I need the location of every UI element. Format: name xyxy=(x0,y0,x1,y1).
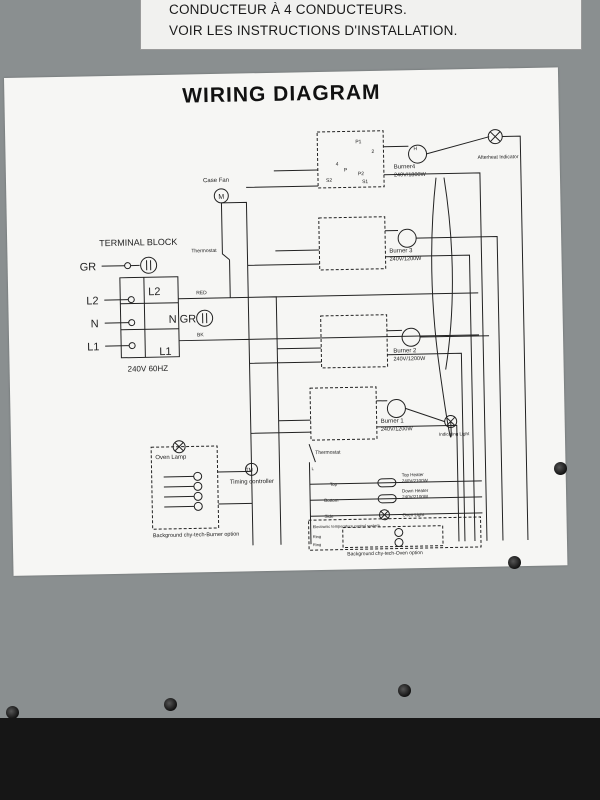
burner1-name: Burner 1 xyxy=(381,418,405,424)
down-heater-rating: 240V/2100W xyxy=(402,494,429,500)
burner3-element xyxy=(397,228,417,248)
electronic-control-box xyxy=(308,516,482,551)
burner3-switch xyxy=(318,216,387,271)
appliance-base xyxy=(0,718,600,800)
wiring-diagram: TERMINAL BLOCK GR L2 N L1 L2 N GR L1 240… xyxy=(80,129,529,557)
red-wire-label: RED xyxy=(196,290,207,296)
burner2-switch xyxy=(320,314,389,369)
thermostat-label: Thermostat xyxy=(191,248,217,254)
timing-controller xyxy=(245,462,259,476)
inner-l1-label: L1 xyxy=(159,346,171,358)
timing-symbol: TM xyxy=(246,467,253,473)
case-fan-label: Case Fan xyxy=(203,178,229,184)
background-oven-option-box xyxy=(342,525,444,549)
black-wire xyxy=(179,338,254,546)
burner4-rating: 240V/1800W xyxy=(394,172,427,179)
gr-label: GR xyxy=(80,261,97,273)
inner-l2-label: L2 xyxy=(148,286,160,298)
wiring-diagram-sticker: WIRING DIAGRAM xyxy=(4,67,568,576)
burner2-name: Burner 2 xyxy=(393,348,417,354)
ect-l-label: L xyxy=(312,466,315,471)
installation-label: CONDUCTEUR À 4 CONDUCTEURS. VOIR LES INS… xyxy=(140,0,582,50)
l2-label: L2 xyxy=(86,295,98,307)
fan-symbol: M xyxy=(218,194,224,201)
oven-light-lamp xyxy=(378,509,390,521)
oven-light-label: Oven Light xyxy=(402,512,425,517)
top-heater-rating: 240V/2100W xyxy=(402,478,429,484)
ring2-label: Ring xyxy=(313,542,321,547)
background-burner-option-label: Background chy-tech-Burner option xyxy=(153,532,240,540)
ground-icon xyxy=(140,256,158,274)
ground-icon xyxy=(196,309,214,327)
top-heater-label: Top Heater xyxy=(402,472,425,477)
switch-p-label: P xyxy=(344,167,348,173)
background-oven-option-label: Background chy-tech-Oven option xyxy=(347,550,423,557)
switch-s2-label: S2 xyxy=(326,178,332,184)
burner2-rating: 240V/1200W xyxy=(393,356,426,363)
oven-lamp xyxy=(172,440,186,454)
afterheat-label: Afterheat Indicator xyxy=(478,154,519,161)
oven-lamp-label: Oven Lamp xyxy=(155,455,187,462)
l1-label: L1 xyxy=(87,341,99,353)
switch-terminal-2-label: 2 xyxy=(371,149,374,155)
screw xyxy=(164,698,177,711)
n-label: N xyxy=(91,318,99,330)
switch-p1-label: P1 xyxy=(355,139,361,145)
screw xyxy=(398,684,411,697)
indicating-light-label: Indicating Light xyxy=(439,431,470,437)
label-line-2: VOIR LES INSTRUCTIONS D'INSTALLATION. xyxy=(169,23,458,38)
label-line-1: CONDUCTEUR À 4 CONDUCTEURS. xyxy=(169,2,407,17)
gr-terminal xyxy=(124,262,132,270)
terminal-block-box xyxy=(119,276,180,359)
burner3-name: Burner 3 xyxy=(389,248,413,254)
background-burner-option-box xyxy=(150,445,220,530)
burner1-switch xyxy=(309,386,378,441)
bk-wire-label: BK xyxy=(197,332,204,338)
burner1-element xyxy=(386,399,406,419)
ring1-label: Ring xyxy=(313,534,321,539)
inner-n-gr-label: N GR xyxy=(169,313,197,326)
bottom-pin-label: Bottom xyxy=(324,498,339,503)
down-heater-label: Down Heater xyxy=(402,488,429,494)
burner4-switch xyxy=(316,130,385,189)
burner3-rating: 240V/1200W xyxy=(390,256,423,263)
terminal-block-title: TERMINAL BLOCK xyxy=(99,237,177,248)
burner1-rating: 240V/1200W xyxy=(381,426,414,433)
switch-p2-label: P2 xyxy=(358,171,364,177)
top-pin-label: Top xyxy=(330,482,338,487)
screw xyxy=(508,556,521,569)
rating-label: 240V 60HZ xyxy=(128,364,169,374)
burner4-element xyxy=(408,144,428,164)
burner4-name: Burner4 xyxy=(394,164,416,170)
element-h-label: H xyxy=(413,146,417,152)
switch-terminal-4-label: 4 xyxy=(336,162,339,168)
side-pin-label: Side xyxy=(324,514,334,519)
ect-label: Electronic temperature control system xyxy=(313,523,381,529)
thermostat2-label: Thermostat xyxy=(315,450,341,456)
burner2-element xyxy=(401,327,421,347)
top-heater-element xyxy=(377,478,397,488)
down-heater-element xyxy=(377,494,397,504)
screw xyxy=(6,706,19,719)
red-wire xyxy=(178,296,282,545)
switch-s1-label: S1 xyxy=(362,179,368,185)
timing-controller-label: Timing controller xyxy=(230,479,274,486)
screw xyxy=(554,462,567,475)
